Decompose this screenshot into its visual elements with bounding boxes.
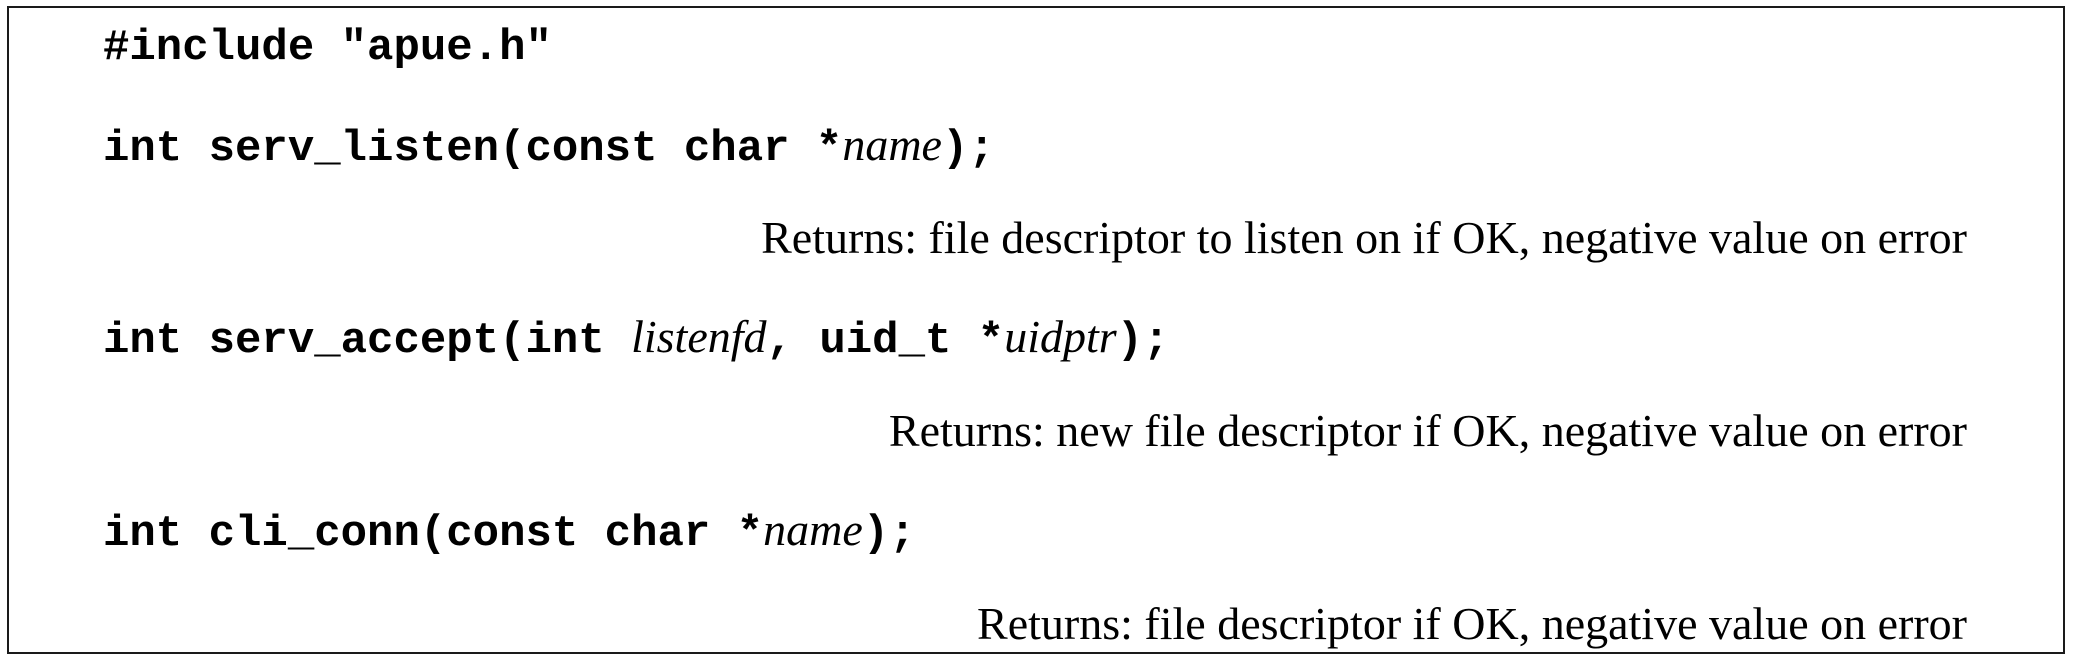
serv-accept-prototype: int serv_accept(int listenfd, uid_t *uid… xyxy=(103,311,1170,366)
param-name: name xyxy=(763,504,863,555)
prototype-prefix: int cli_conn(const char * xyxy=(103,509,764,559)
include-directive: #include "apue.h" xyxy=(103,23,552,73)
cli-conn-prototype: int cli_conn(const char *name); xyxy=(103,504,916,559)
prototype-suffix: ); xyxy=(941,124,995,174)
cli-conn-returns: Returns: file descriptor if OK, negative… xyxy=(977,598,1967,649)
function-synopsis-box: #include "apue.h" int serv_listen(const … xyxy=(7,6,2065,654)
prototype-suffix: ); xyxy=(862,509,916,559)
param-uidptr: uidptr xyxy=(1004,311,1117,362)
serv-listen-prototype: int serv_listen(const char *name); xyxy=(103,119,995,174)
prototype-suffix: ); xyxy=(1116,316,1170,366)
param-listenfd: listenfd xyxy=(631,311,767,362)
prototype-prefix: int serv_listen(const char * xyxy=(103,124,843,174)
prototype-prefix: int serv_accept(int xyxy=(103,316,632,366)
prototype-middle: , uid_t * xyxy=(766,316,1005,366)
param-name: name xyxy=(842,119,942,170)
serv-listen-returns: Returns: file descriptor to listen on if… xyxy=(761,212,1967,263)
serv-accept-returns: Returns: new file descriptor if OK, nega… xyxy=(888,405,1967,456)
